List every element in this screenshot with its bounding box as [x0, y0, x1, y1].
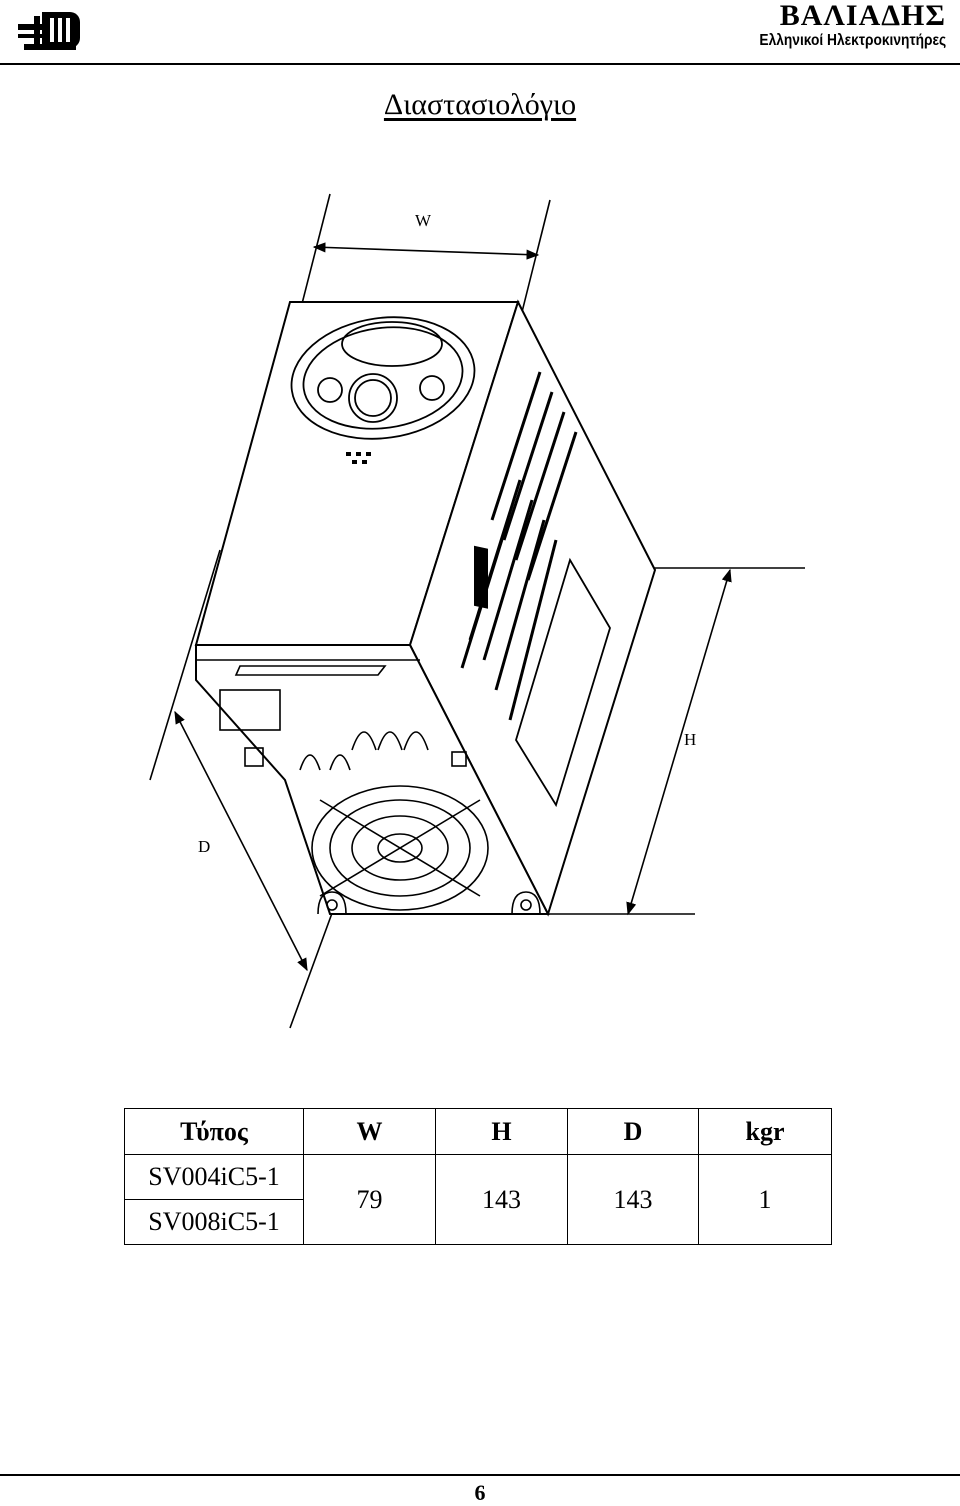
page-title: Διαστασιολόγιο — [383, 88, 577, 121]
header-divider — [0, 63, 960, 65]
value-w: 79 — [303, 1154, 436, 1245]
table-row: SV004iC5-1 79 143 143 1 — [124, 1154, 832, 1245]
value-h: 143 — [435, 1154, 568, 1245]
side-label-plate — [474, 545, 488, 609]
terminal-block — [196, 659, 467, 771]
value-kgr: 1 — [698, 1154, 832, 1245]
d-extension-bottom — [289, 904, 336, 1029]
header-kgr: kgr — [698, 1108, 832, 1155]
brand-name: ΒΑΛΙΑΔΗΣ — [779, 0, 946, 32]
w-dimension-arrow — [312, 242, 540, 260]
header-type: Τύπος — [124, 1108, 304, 1155]
side-panel — [515, 557, 611, 808]
vent-slots — [460, 371, 578, 721]
cooling-fan — [311, 785, 489, 911]
header-d: D — [567, 1108, 699, 1155]
table-header-row: Τύπος W H D kgr — [124, 1108, 832, 1155]
specs-table: Τύπος W H D kgr SV004iC5-1 79 143 143 1 … — [124, 1108, 832, 1245]
dim-label-w: W — [415, 211, 432, 230]
table-row: SV008iC5-1 — [124, 1199, 832, 1245]
header-h: H — [435, 1108, 568, 1155]
header-w: W — [303, 1108, 436, 1155]
h-dimension-arrow — [626, 568, 732, 916]
brand: ΒΑΛΙΑΔΗΣ Ελληνικοί Ηλεκτροκινητήρες — [729, 0, 946, 50]
dim-label-d: D — [198, 837, 210, 856]
inverter-dimension-drawing: W H D — [149, 193, 805, 1029]
d-dimension-arrow — [174, 710, 308, 972]
brand-subtitle: Ελληνικοί Ηλεκτροκινητήρες — [759, 32, 946, 49]
inverter-body — [194, 299, 657, 917]
d-extension-top — [149, 549, 221, 781]
type-cell: SV008iC5-1 — [124, 1199, 304, 1245]
keypad — [290, 316, 476, 440]
type-cell: SV004iC5-1 — [124, 1154, 304, 1200]
page-number: 6 — [474, 1480, 486, 1505]
motor-logo-icon — [12, 6, 88, 54]
dim-label-h: H — [684, 730, 696, 749]
value-d: 143 — [567, 1154, 699, 1245]
keypad-dots — [346, 452, 371, 464]
footer-divider — [0, 1474, 960, 1476]
mounting-feet — [317, 891, 541, 915]
